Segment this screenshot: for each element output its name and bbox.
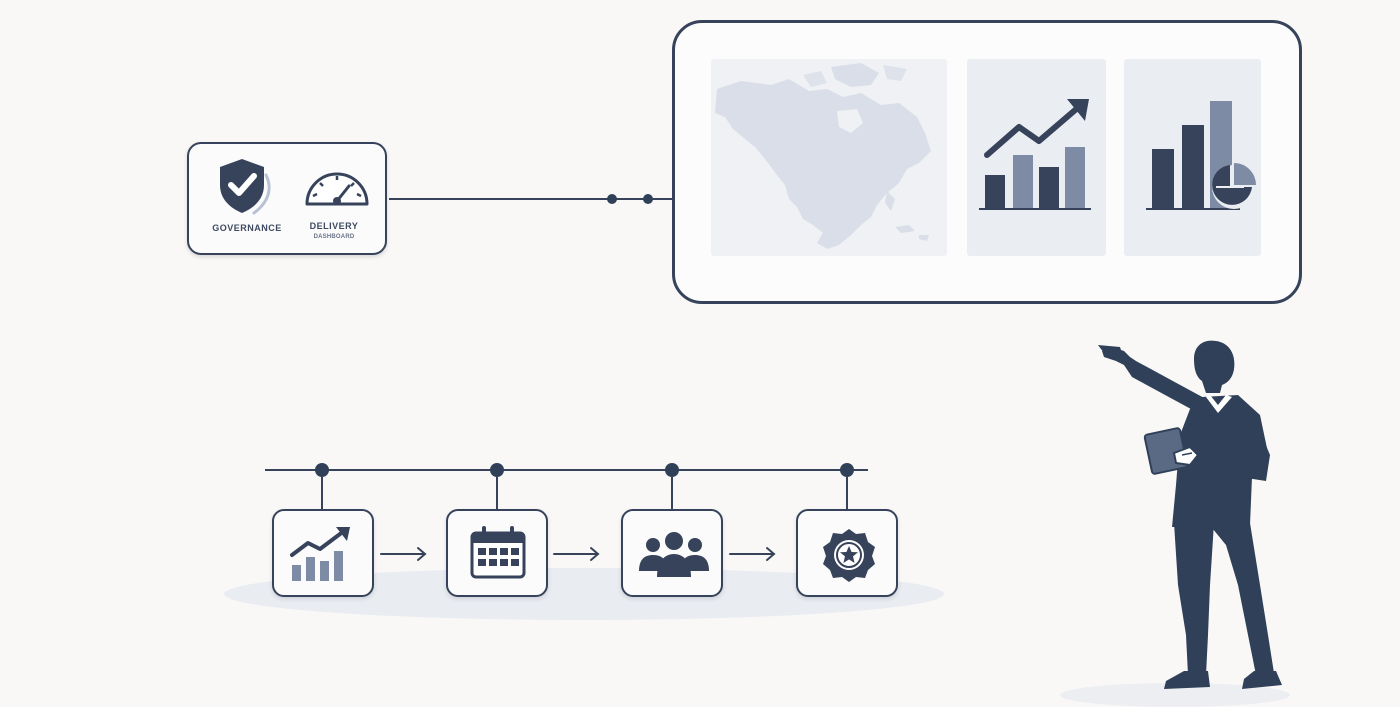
process-step-1[interactable]: [272, 509, 374, 597]
north-america-map: [715, 63, 931, 249]
connector-node-2: [643, 194, 653, 204]
connector-node-1: [607, 194, 617, 204]
timeline-node-3: [665, 463, 679, 477]
award-badge-icon: [823, 529, 875, 582]
timeline-node-2: [490, 463, 504, 477]
presenter-figure: [1098, 340, 1282, 689]
process-step-4[interactable]: [796, 509, 898, 597]
trend-chart-graphic: [979, 99, 1091, 210]
timeline-node-4: [840, 463, 854, 477]
governance-label: GOVERNANCE: [212, 223, 282, 233]
step-arrow-1: [380, 547, 427, 561]
step-arrow-3: [729, 547, 776, 561]
gauge-icon: [305, 172, 369, 206]
shield-check-icon: [220, 159, 271, 215]
growth-chart-icon: [290, 527, 350, 581]
process-step-3[interactable]: [621, 509, 723, 597]
delivery-sublabel: DASHBOARD: [313, 234, 355, 240]
timeline-node-1: [315, 463, 329, 477]
bar-pie-graphic: [1146, 101, 1256, 210]
delivery-label: DELIVERY DASHBOARD: [300, 221, 368, 243]
step-arrow-2: [553, 547, 600, 561]
process-step-2[interactable]: [446, 509, 548, 597]
calendar-icon: [470, 526, 526, 579]
team-icon: [639, 532, 709, 577]
